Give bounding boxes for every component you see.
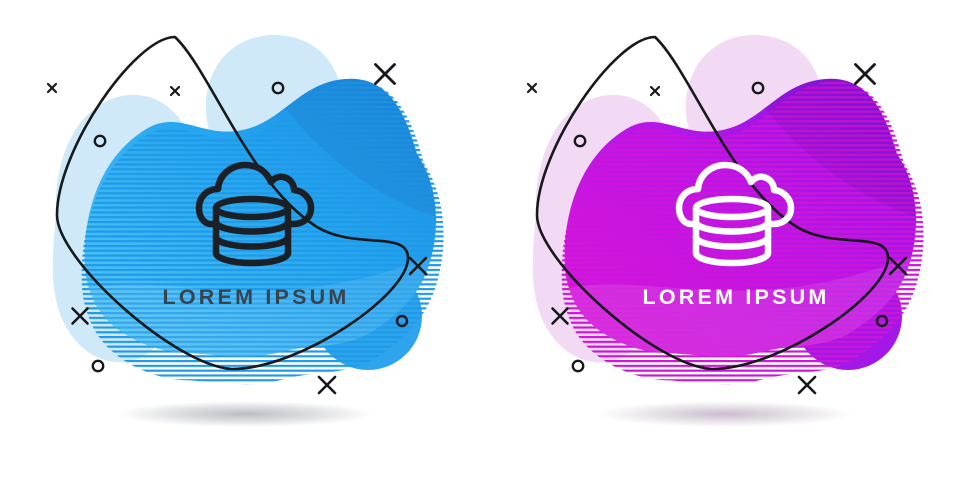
ground-shadow	[117, 401, 373, 427]
lorem-ipsum-label: LOREM IPSUM	[163, 285, 350, 309]
ground-shadow	[597, 401, 853, 427]
purple-banner-panel: LOREM IPSUM	[526, 34, 924, 427]
lorem-ipsum-label: LOREM IPSUM	[643, 285, 830, 309]
blue-banner-panel: LOREM IPSUM	[46, 34, 444, 427]
